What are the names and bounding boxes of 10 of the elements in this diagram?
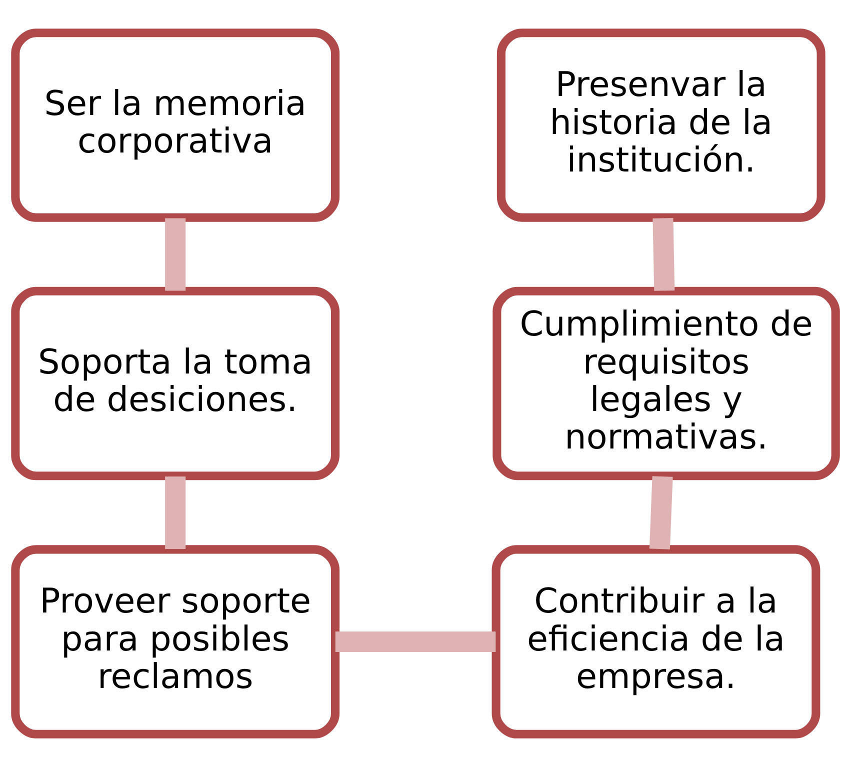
connector xyxy=(165,218,186,291)
node-box: Soporta la toma de desiciones. xyxy=(11,286,340,480)
node-box: Proveer soporte para posibles reclamos xyxy=(11,545,340,738)
node-box: Ser la memoria corporativa xyxy=(11,28,340,222)
connector xyxy=(165,476,186,549)
connector xyxy=(335,632,496,652)
node-box: Cumplimiento de requisitos legales y normativas. xyxy=(492,286,840,480)
connector xyxy=(652,218,675,291)
node-box: Contribuir a la eficiencia de la empresa. xyxy=(492,545,820,738)
node-box: Presenvar la historia de la institución. xyxy=(496,28,826,222)
